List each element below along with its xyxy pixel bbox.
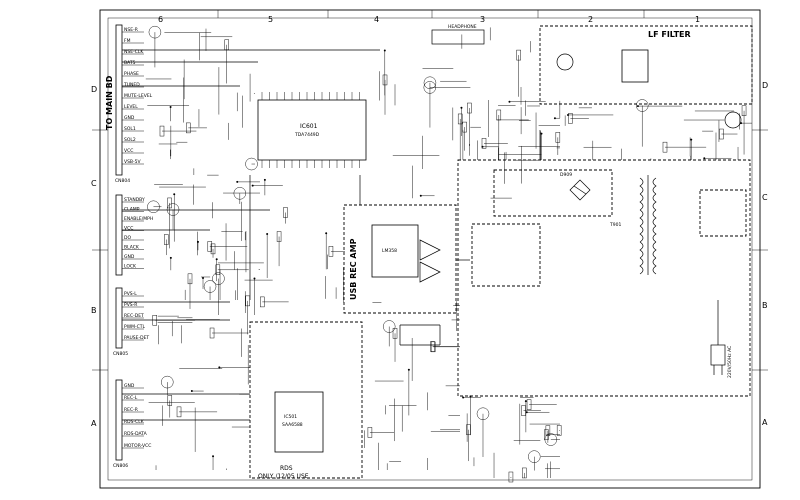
connector-pin-label: ENABLE/MPH [124, 216, 153, 222]
rectifier-ref: D909 [560, 172, 572, 178]
connector-pin-label: SOL2 [124, 137, 136, 143]
connector-pin-label: PHASE [124, 71, 139, 77]
zone-row-a-left: A [91, 419, 97, 428]
wiring-network [122, 25, 752, 483]
connector-pin-label: PAUSE-DET [124, 335, 149, 341]
connector-pin-label: REC-DET [124, 313, 144, 319]
cn806-label: CN806 [113, 463, 128, 469]
headphone-label: HEADPHONE [448, 24, 477, 30]
zone-row-c-right: C [762, 193, 768, 202]
connector-mid: STANDBY CLAMP ENABLE/MPH VCC DO BLACK GND LOCK [115, 194, 153, 276]
zone-ruler-side: D C B A D C B A [91, 81, 768, 428]
zone-row-a-right: A [762, 418, 768, 427]
connector-pin-label: RDS-DATA [124, 431, 148, 437]
zone-ruler-top: 6 5 4 3 2 1 [158, 10, 700, 24]
rds-ic-part: SAA6588 [282, 422, 303, 428]
connector-pin-label: REC-R [124, 407, 138, 413]
main-ic-ref: IC601 [300, 123, 318, 130]
connector-pin-label: NSE-CLK [124, 49, 144, 55]
zone-col-4: 4 [374, 15, 379, 24]
connector-pin-label: MOTOR-VCC [124, 443, 151, 449]
connector-pin-label: GND [124, 254, 135, 260]
connector-pin-label: GND [124, 115, 135, 121]
connector-pin-label: TUNED [123, 82, 140, 88]
connector-pin-label: GND [124, 383, 135, 389]
rds-ic-ref: IC501 [284, 414, 297, 420]
zone-row-d-right: D [762, 81, 768, 90]
mains-plug: 220V/50Hz AC [710, 300, 733, 378]
transformer-ref: T901 [609, 222, 621, 228]
connector-pin-label: VSB-5V [124, 159, 142, 165]
connector-pin-label: PVS-R [124, 302, 137, 308]
connector-pin-label: NSE-R [124, 27, 138, 33]
connector-pin-label: STANDBY [124, 197, 145, 203]
zone-row-c-left: C [91, 179, 97, 188]
connector-pin-label: RDS-CLK [124, 419, 145, 425]
connector-pin-label: LOCK [124, 264, 137, 270]
zone-col-6: 6 [158, 15, 163, 24]
rds-block: IC501 SAA6588 RDS ONLY /12/05 USE [249, 321, 363, 480]
connector-pin-label: VCC [124, 226, 133, 232]
zone-row-d-left: D [91, 85, 97, 94]
zone-col-5: 5 [268, 15, 273, 24]
zone-row-b-left: B [91, 306, 97, 315]
connector-pin-label: VCC [124, 148, 133, 154]
rds-title-line1: RDS [280, 465, 293, 472]
connector-pin-label: BAT5 [124, 60, 136, 66]
connector-cn806: GND REC-L REC-R RDS-CLK RDS-DATA MOTOR-VCC CN… [113, 379, 151, 469]
connector-pin-label: REC-L [124, 395, 138, 401]
connector-cn805: PVS-L PVS-R REC-DET PWM-CTL PAUSE-DET CN805 [113, 287, 149, 357]
connector-pin-label: BLACK [124, 245, 140, 251]
usb-amp-ref: LM358 [382, 248, 397, 254]
rds-title-line2: ONLY /12/05 USE [258, 473, 309, 480]
connector-pin-label: FM [124, 38, 131, 44]
connector-pin-label: PWM-CTL [124, 324, 146, 330]
connector-pin-label: LEVEL [124, 104, 138, 110]
connector-pin-label: SOL1 [124, 126, 136, 132]
sheet-border [99, 9, 761, 489]
main-ic-part: TDA7449D [294, 132, 320, 138]
power-supply-block: D909 T901 [457, 159, 751, 397]
connector-pin-label: CLAMP [124, 207, 140, 213]
zone-col-2: 2 [588, 15, 593, 24]
to-main-bd-title: TO MAIN BD [105, 75, 114, 130]
cn805-label: CN805 [113, 351, 128, 357]
headphone-section: HEADPHONE [431, 24, 485, 45]
usb-rec-amp-block: USB REC AMP LM358 [343, 204, 457, 314]
cn804-label: CN804 [115, 178, 130, 184]
sheet-inner-border [107, 17, 753, 481]
zone-col-1: 1 [695, 15, 700, 24]
zone-col-3: 3 [480, 15, 485, 24]
connector-pin-label: PVS-L [124, 291, 137, 297]
usb-rec-amp-title: USB REC AMP [349, 238, 358, 300]
zone-row-b-right: B [762, 301, 768, 310]
connector-pin-label: DO [124, 235, 131, 241]
lf-filter-block: LF FILTER [539, 25, 753, 129]
lf-filter-title: LF FILTER [648, 30, 691, 39]
connector-pin-label: MUTE-LEVEL [124, 93, 153, 99]
mains-label: 220V/50Hz AC [727, 346, 733, 378]
main-ic: IC601 TDA7449D [257, 92, 367, 168]
